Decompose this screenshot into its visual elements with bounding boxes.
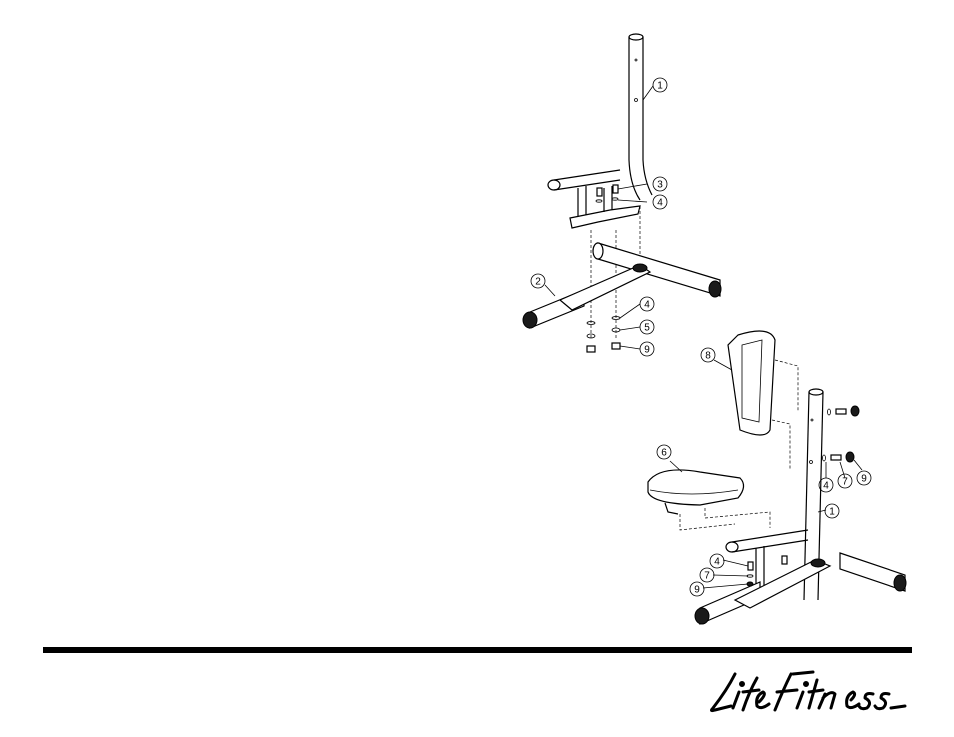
callout-bottom-8: 8 (701, 348, 715, 362)
top-hardware (587, 317, 620, 353)
top-assembly (523, 34, 721, 352)
seat-pad (648, 470, 744, 514)
bottom-assembly (648, 331, 906, 624)
callout-label: 9 (861, 474, 867, 485)
callout-bottom-9b: 9 (857, 471, 871, 485)
bottom-base-frame (695, 553, 906, 624)
top-bolts (596, 185, 618, 202)
callout-label: 4 (657, 198, 663, 209)
callout-label: 6 (661, 448, 667, 459)
callout-bottom-4a: 4 (710, 554, 724, 568)
callout-label: 9 (694, 585, 700, 596)
callout-bottom-9a: 9 (690, 582, 704, 596)
callout-top-3: 3 (653, 177, 667, 191)
callout-label: 1 (829, 507, 835, 518)
callout-top-4a: 4 (653, 195, 667, 209)
callout-label: 4 (714, 557, 720, 568)
callout-label: 2 (535, 277, 541, 288)
callout-bottom-6: 6 (657, 445, 671, 459)
callout-top-5: 5 (640, 320, 654, 334)
callout-top-2: 2 (531, 274, 545, 288)
callout-label: 4 (823, 481, 829, 492)
top-base-frame (523, 243, 721, 328)
bottom-post-hardware (823, 406, 860, 462)
callout-bottom-7b: 7 (838, 474, 852, 488)
callout-label: 9 (644, 345, 650, 356)
callout-label: 7 (842, 477, 848, 488)
callout-bottom-7a: 7 (700, 568, 714, 582)
callout-label: 5 (644, 323, 650, 334)
back-pad (728, 331, 775, 435)
footer-rule (43, 647, 912, 653)
callout-top-9: 9 (640, 342, 654, 356)
callout-label: 7 (704, 571, 710, 582)
callout-top-4b: 4 (640, 297, 654, 311)
upright-post (629, 34, 652, 200)
life-fitness-logo (705, 670, 915, 716)
callout-top-1: 1 (653, 78, 667, 92)
callout-label: 3 (657, 180, 663, 191)
callout-label: 1 (657, 81, 663, 92)
top-seat-arm (548, 170, 640, 228)
callout-bottom-1: 1 (825, 504, 839, 518)
callout-label: 4 (644, 300, 650, 311)
callout-label: 8 (705, 351, 711, 362)
